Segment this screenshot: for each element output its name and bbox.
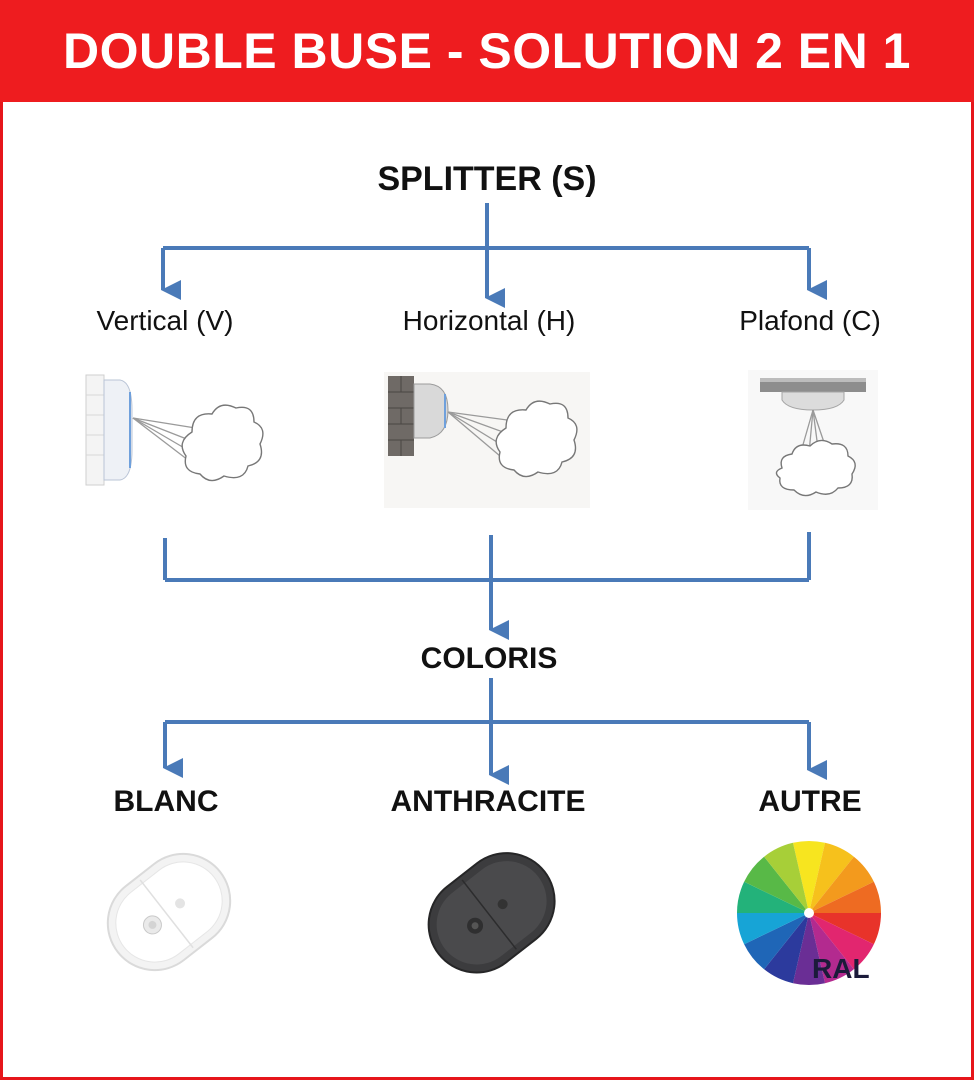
color-wheel-segment	[764, 913, 809, 984]
ceiling-nozzle-mist-icon	[748, 370, 878, 510]
color-wheel-segment	[792, 841, 826, 913]
anthracite-device-illustration	[427, 852, 556, 974]
mode-label-vertical: Vertical (V)	[96, 305, 234, 336]
color-label-anthracite: ANTHRACITE	[390, 785, 586, 818]
color-wheel-segment	[809, 913, 874, 970]
ceiling-nozzle-illustration	[748, 370, 878, 510]
color-wheel-segment	[737, 913, 809, 945]
vertical-nozzle-illustration	[85, 374, 264, 486]
color-wheel-segment	[809, 842, 854, 913]
page-title: DOUBLE BUSE - SOLUTION 2 EN 1	[63, 23, 911, 79]
title-banner: DOUBLE BUSE - SOLUTION 2 EN 1	[0, 0, 974, 102]
splitter-label: SPLITTER (S)	[377, 160, 597, 198]
color-wheel-segment	[737, 881, 809, 913]
color-label-autre: AUTRE	[758, 785, 862, 818]
color-wheel-center	[804, 908, 814, 918]
blanc-device-illustration	[106, 852, 232, 972]
color-wheel-segment	[809, 913, 881, 945]
color-wheel-segment	[764, 842, 809, 913]
color-wheel-segment	[792, 913, 826, 985]
mode-label-plafond: Plafond (C)	[739, 305, 881, 336]
autre-color-wheel: RAL	[737, 841, 881, 985]
color-wheel-segment	[809, 913, 854, 984]
ral-badge: RAL	[812, 953, 870, 984]
wall-mounted-horizontal-nozzle-mist-icon	[384, 372, 590, 508]
horizontal-nozzle-illustration	[384, 372, 590, 508]
coloris-label: COLORIS	[420, 642, 558, 675]
mode-label-horizontal: Horizontal (H)	[402, 305, 576, 336]
color-wheel-icon	[737, 841, 881, 985]
color-wheel-segment	[809, 856, 874, 913]
color-wheel-segment	[809, 881, 881, 913]
white-device-icon	[106, 852, 232, 972]
anthracite-device-icon	[427, 852, 556, 974]
wall-mounted-vertical-nozzle-mist-icon	[85, 374, 264, 486]
color-wheel-segment	[744, 856, 809, 913]
color-wheel-segment	[744, 913, 809, 970]
color-label-blanc: BLANC	[113, 785, 219, 818]
